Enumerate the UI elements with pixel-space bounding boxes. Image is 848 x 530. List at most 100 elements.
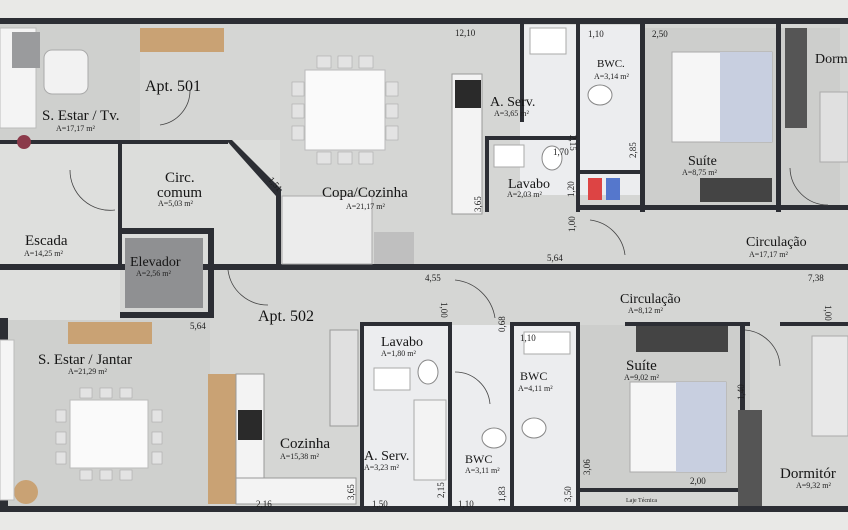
dim-1-10-lower: 1,10 [458,499,474,509]
area-bwc-small: A=3,11 m² [465,466,500,475]
wall-bwc-bot-top [510,322,580,326]
door-arc-4 [589,219,626,256]
dim-1-10-top: 1,10 [588,29,604,39]
door-arc-8 [454,371,491,405]
dim-5-64-bottom: 5,64 [190,321,206,331]
label-bwc-top: BWC. [597,58,625,70]
kitchen-counter-long [235,477,357,505]
wet-area-tiles-bottom [360,325,580,510]
sink-bwc-bottom [523,331,571,355]
door-arc-1 [159,89,191,126]
label-circulacao-bottom: Circulação [620,292,681,307]
area-lavabo-top: A=2,03 m² [507,190,543,199]
area-estar-tv: A=17,17 m² [56,124,96,133]
label-lavabo-top: Lavabo [508,177,550,192]
label-a-serv-bottom: A. Serv. [364,449,409,464]
bed-cover-top [720,52,772,142]
label-copa-cozinha: Copa/Cozinha [322,185,408,201]
label-laje-tecnica: Laje Técnica [626,498,657,504]
elevator-wall-bottom [120,312,214,318]
door-arc-3 [227,269,269,306]
area-circ-comum: A=5,03 m² [158,199,194,208]
dim-3-65-bottom: 3,65 [346,484,356,500]
bed-dorm-bottom [811,335,848,437]
wall-circ-right [276,190,281,266]
dim-7-38: 7,38 [808,273,824,283]
wall-circ-diagonal [226,140,282,196]
area-suite-top: A=8,75 m² [682,168,718,177]
dim-1-00-top: 1,00 [567,216,577,232]
wardrobe-dorm-top [785,28,807,128]
label-estar-jantar: S. Estar / Jantar [38,352,132,368]
wall-bwc-left [576,22,580,212]
dining-chairs-top [291,55,399,165]
dim-2-15-bottom: 2,15 [436,482,446,498]
dim-2-85: 2,85 [628,142,638,158]
wall-lavabo-bot-top [360,322,452,326]
sink-lavabo-top [493,144,525,168]
kitchen-wood-counter [208,374,236,504]
dim-12-10: 12,10 [455,28,476,38]
wall-stair-right [118,140,122,270]
dim-2-50: 2,50 [652,29,668,39]
wall-lavabo-bot-left [360,322,364,510]
elevator-wall-top [120,228,214,234]
wardrobe-suite-bottom [636,326,728,352]
label-elevador: Elevador [130,255,181,270]
appliance-blue [606,178,620,200]
side-table-bottom [14,480,38,504]
wall-bwc-bot-left [510,322,514,510]
area-lavabo-bottom: A=1,80 m² [381,349,417,358]
label-lavabo-bottom: Lavabo [381,335,423,350]
wall-circulation-top [580,205,848,210]
label-cozinha: Cozinha [280,436,330,452]
dining-table-bottom [69,399,149,469]
area-escada: A=14,25 m² [24,249,64,258]
wall-top [0,18,848,24]
wardrobe-dorm-bottom [738,410,762,506]
label-suite-bottom: Suíte [626,358,657,374]
area-circulacao-top: A=17,17 m² [749,250,789,259]
wall-suite-left [640,22,645,212]
sink-lavabo-bottom [373,367,411,391]
toilet-lavabo-bottom [417,359,439,385]
dim-5-64-top: 5,64 [547,253,563,263]
wall-dorm-left [776,22,781,212]
label-apt-501: Apt. 501 [145,78,201,95]
bed-cover-bottom [676,382,726,472]
fridge-bottom [329,329,359,427]
kitchen-island-top [281,195,373,265]
dim-1-00-right: 1,00 [823,305,833,321]
dining-table-top [304,69,386,151]
rug-bottom [0,339,15,501]
cooktop-bottom-icon [238,410,262,440]
wall-stair-top [0,140,120,144]
toilet-bwc-bottom [521,417,547,439]
door-arc-6 [789,167,829,206]
area-elevador: A=2,56 m² [136,269,172,278]
elevator-wall-right [208,228,214,318]
toilet-lavabo-top [541,145,563,171]
area-cozinha: A=15,38 m² [280,452,320,461]
area-copa-cozinha: A=21,17 m² [346,202,386,211]
label-circ-1: Circ. [165,170,195,186]
label-a-serv-top: A. Serv. [490,95,535,110]
tv-stand-bottom [68,322,152,344]
area-suite-bottom: A=9,02 m² [624,373,660,382]
area-estar-jantar: A=21,29 m² [68,367,108,376]
wall-bottom [0,506,848,512]
toilet-bwc-small [481,427,507,449]
wall-top-small [580,170,645,174]
dim-1-70: 1,70 [553,147,569,157]
wall-lavabo-left [485,136,489,212]
dim-3-06: 3,06 [582,459,592,475]
wardrobe-suite-top [700,178,772,202]
wall-dorm-bot-top [780,322,848,326]
area-circulacao-bottom: A=8,12 m² [628,306,664,315]
dim-1-00-mid: 1,00 [439,302,449,318]
label-dorm-top: Dorm [815,52,848,67]
wall-suite-bot-top [625,322,750,326]
dim-4-55: 4,55 [425,273,441,283]
dim-1-50: 1,50 [372,499,388,509]
